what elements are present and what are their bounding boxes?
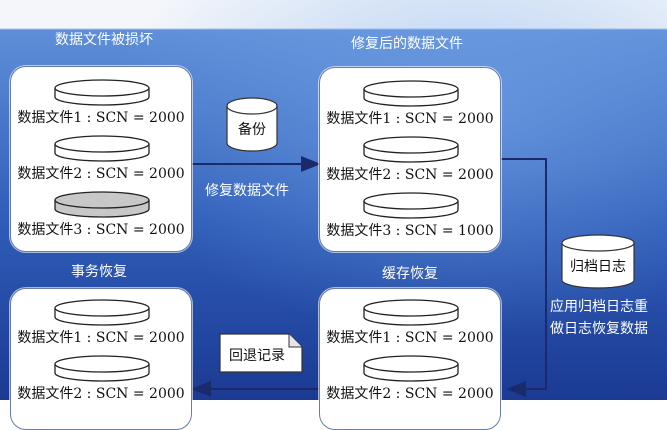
- corrupted-panel: 数据文件1 : SCN = 2000 数据文件2 : SCN = 2000 数据文件…: [10, 66, 192, 252]
- archive-label: 归档日志: [570, 259, 626, 275]
- data-file-row: 数据文件2 : SCN = 2000: [11, 131, 191, 187]
- data-file-row: 数据文件2 : SCN = 2000: [320, 351, 500, 407]
- data-file-row: 数据文件1 : SCN = 2000: [11, 295, 191, 351]
- archive-drum: 归档日志: [561, 234, 635, 290]
- connectors: [191, 156, 547, 397]
- redo-step-line2: 做日志恢复数据: [550, 321, 648, 337]
- data-file-label: 数据文件1 : SCN = 2000: [17, 110, 185, 126]
- backup-label: 备份: [238, 122, 266, 138]
- data-file-row: 数据文件1 : SCN = 2000: [320, 295, 500, 351]
- rollback-label: 回退记录: [229, 348, 285, 364]
- data-file-disk-icon: [363, 136, 459, 163]
- data-file-disk-icon: [54, 355, 150, 382]
- data-file-disk-icon: [363, 355, 459, 382]
- transaction-panel-title: 事务恢复: [71, 264, 127, 280]
- data-file-row: 数据文件1 : SCN = 2000: [320, 76, 500, 132]
- data-file-row: 数据文件1 : SCN = 2000: [11, 75, 191, 131]
- data-file-row: 数据文件2 : SCN = 2000: [320, 132, 500, 188]
- data-file-disk-icon: [54, 79, 150, 106]
- transaction-panel: 数据文件1 : SCN = 2000 数据文件2 : SCN = 2000: [10, 288, 192, 430]
- data-file-disk-icon: [54, 135, 150, 162]
- data-file-label: 数据文件2 : SCN = 2000: [326, 167, 494, 183]
- data-file-disk-icon: [363, 299, 459, 326]
- cache-panel-title: 缓存恢复: [382, 266, 438, 282]
- data-file-disk-icon: [363, 192, 459, 219]
- backup-drum: 备份: [226, 97, 278, 153]
- data-file-label: 数据文件1 : SCN = 2000: [17, 330, 185, 346]
- data-file-label: 数据文件3 : SCN = 1000: [326, 223, 494, 239]
- data-file-label: 数据文件3 : SCN = 2000: [17, 222, 185, 238]
- data-file-disk-icon: [54, 299, 150, 326]
- restored-panel: 数据文件1 : SCN = 2000 数据文件2 : SCN = 2000 数据文件…: [319, 67, 501, 252]
- restore-step-label: 修复数据文件: [205, 183, 289, 199]
- restored-panel-title: 修复后的数据文件: [351, 36, 463, 52]
- rollback-note: 回退记录: [219, 333, 303, 373]
- data-file-label: 数据文件2 : SCN = 2000: [326, 386, 494, 402]
- data-file-disk-icon: [54, 191, 150, 218]
- data-file-row: 数据文件2 : SCN = 2000: [11, 351, 191, 407]
- data-file-row: 数据文件3 : SCN = 2000: [11, 187, 191, 243]
- cache-panel: 数据文件1 : SCN = 2000 数据文件2 : SCN = 2000: [319, 288, 501, 430]
- data-file-row: 数据文件3 : SCN = 1000: [320, 188, 500, 244]
- corrupted-panel-title: 数据文件被损坏: [55, 32, 153, 48]
- redo-arrow: [500, 158, 547, 397]
- data-file-label: 数据文件2 : SCN = 2000: [17, 166, 185, 182]
- data-file-disk-icon: [363, 80, 459, 107]
- data-file-label: 数据文件1 : SCN = 2000: [326, 111, 494, 127]
- redo-step-line1: 应用归档日志重: [550, 299, 648, 315]
- data-file-label: 数据文件2 : SCN = 2000: [17, 386, 185, 402]
- data-file-label: 数据文件1 : SCN = 2000: [326, 330, 494, 346]
